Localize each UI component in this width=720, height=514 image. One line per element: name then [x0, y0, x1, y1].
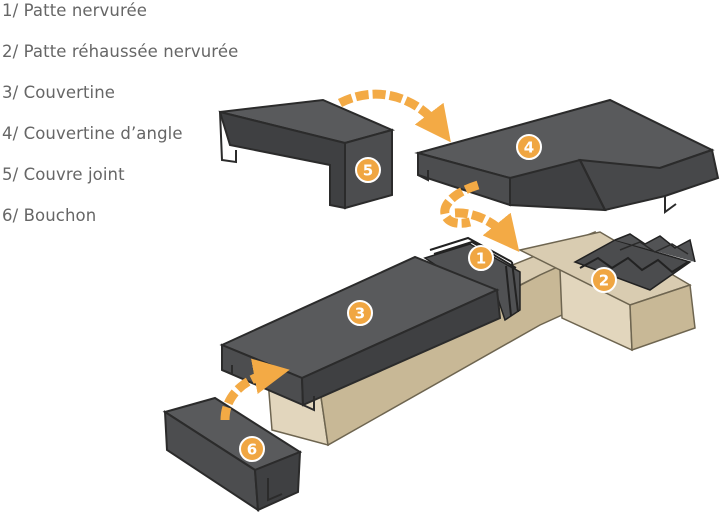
wall-branch-side [629, 283, 696, 352]
badge-4: 4 [516, 134, 542, 160]
arrow-end-cap-to-coping [220, 358, 290, 421]
badge-3: 3 [347, 300, 373, 326]
arrow-to-ribbed-tab [454, 208, 520, 252]
legend-item-patte-nervuree: 1/ Patte nervurée [2, 1, 147, 20]
coping-side [300, 288, 502, 407]
arrow-corner-down [440, 180, 480, 228]
legend-item-bouchon: 6/ Bouchon [2, 206, 97, 225]
svg-text:3: 3 [355, 305, 365, 323]
badge-1: 1 [468, 245, 494, 271]
parts-legend: 1/ Patte nervurée 2/ Patte réhaussée ner… [2, 0, 238, 246]
svg-text:5: 5 [363, 162, 373, 180]
legend-item-patte-rehaussee: 2/ Patte réhaussée nervurée [2, 42, 239, 61]
svg-text:1: 1 [476, 250, 486, 268]
arrow-joint-cover-to-corner [337, 89, 451, 143]
raised-ribbed-tab [573, 233, 696, 291]
svg-text:4: 4 [524, 139, 534, 157]
joint-cover-side [218, 110, 346, 210]
end-cap [162, 396, 303, 512]
badge-6: 6 [239, 436, 265, 462]
corner-coping [414, 98, 720, 214]
joint-cover [218, 98, 395, 210]
legend-item-couvre-joint: 5/ Couvre joint [2, 165, 125, 184]
badge-2: 2 [591, 267, 617, 293]
svg-text:6: 6 [247, 441, 257, 459]
badge-5: 5 [355, 157, 381, 183]
end-cap-side [253, 450, 302, 512]
svg-text:2: 2 [599, 272, 609, 290]
legend-item-couvertine: 3/ Couvertine [2, 83, 116, 102]
legend-item-couvertine-angle: 4/ Couvertine d’angle [2, 124, 183, 143]
assembly-arrows [220, 89, 520, 421]
